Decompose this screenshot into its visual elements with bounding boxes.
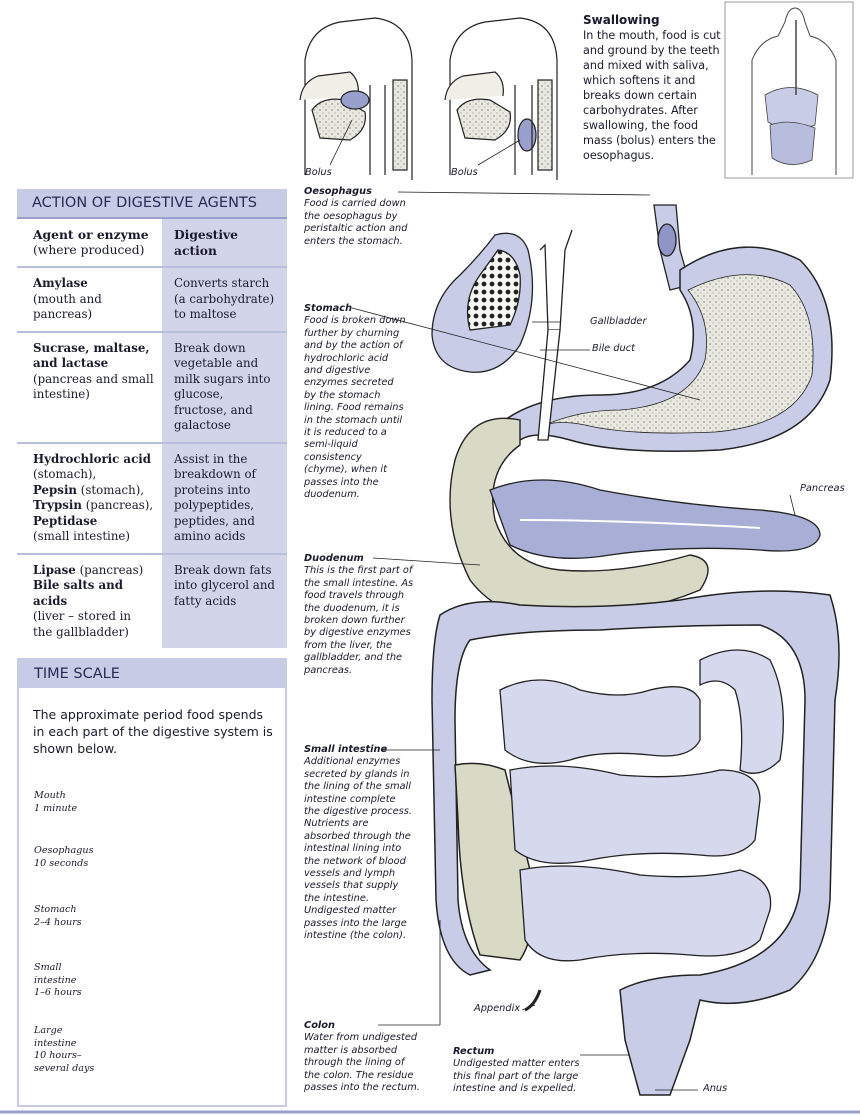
swallowing-heading: Swallowing — [583, 13, 660, 27]
organ-title: Oesophagus — [304, 186, 372, 197]
organ-title: Small intestine — [304, 744, 388, 755]
organ-description: Undigested matter enters this final part… — [453, 1058, 580, 1095]
organ-title: Rectum — [453, 1046, 495, 1057]
stomach-shape — [503, 246, 833, 452]
agent-source: (mouth and pancreas) — [33, 291, 102, 322]
duodenum-shape — [449, 417, 709, 621]
agent-cell: Lipase (pancreas) Bile salts and acids (… — [17, 554, 162, 648]
time-part: Oesophagus — [34, 845, 94, 856]
agent-source: (small intestine) — [33, 529, 131, 543]
time-scale-intro: The approximate period food spends in ea… — [33, 707, 273, 756]
gallbladder-label: Gallbladder — [590, 316, 647, 327]
agent-name: Lipase — [33, 562, 76, 577]
colon-label: Colon Water from undigested matter is ab… — [304, 1020, 422, 1094]
agent-name: Bile salts and acids — [33, 578, 123, 608]
rectum-label: Rectum Undigested matter enters this fin… — [453, 1046, 581, 1096]
bile-duct-label: Bile duct — [592, 343, 635, 354]
time-scale-panel: TIME SCALE The approximate period food s… — [17, 658, 287, 1107]
swallowing-description: In the mouth, food is cut and ground by … — [583, 29, 721, 162]
time-part: Large intestine — [34, 1025, 77, 1049]
small-intestine-shape — [499, 649, 784, 962]
pancreas-label: Pancreas — [800, 483, 845, 494]
action-cell: Assist in the breakdown of proteins into… — [162, 443, 287, 553]
agent-name: Trypsin — [33, 498, 82, 512]
time-item-large-intestine: Large intestine 10 hours– several days — [34, 1025, 100, 1075]
time-value: 10 seconds — [34, 857, 89, 869]
agent-source: (stomach), — [33, 467, 97, 481]
time-item-oesophagus: Oesophagus 10 seconds — [34, 845, 94, 870]
agent-source: (stomach), — [77, 482, 145, 497]
swallowing-text-block: Swallowing In the mouth, food is cut and… — [583, 13, 723, 163]
swallowing-head-2 — [444, 17, 558, 180]
organ-title: Duodenum — [304, 553, 364, 564]
header-action: Digestive action — [162, 219, 287, 266]
inset-body-figure — [724, 1, 854, 179]
agent-name: Hydrochloric acid — [33, 451, 151, 466]
oesophagus-label: Oesophagus Food is carried down the oeso… — [304, 186, 414, 248]
organ-title: Stomach — [304, 303, 353, 314]
action-cell: Break down vegetable and milk sugars int… — [162, 332, 287, 442]
time-item-small-intestine: Small intestine 1–6 hours — [34, 962, 94, 1000]
action-cell: Converts starch (a carbohydrate) to malt… — [162, 268, 287, 331]
time-part: Small intestine — [34, 962, 77, 986]
time-item-mouth: Mouth 1 minute — [34, 790, 77, 815]
table-row: Sucrase, maltase, and lactase (pancreas … — [17, 332, 287, 444]
bolus-leader-2 — [477, 139, 521, 166]
time-scale-title: TIME SCALE — [19, 660, 285, 688]
header-agent-sub: (where produced) — [33, 242, 145, 257]
agent-name: Pepsin — [33, 482, 78, 497]
agent-cell: Amylase (mouth and pancreas) — [17, 268, 162, 331]
agent-name: Sucrase, maltase, and lactase — [33, 340, 150, 371]
action-cell: Break down fats into glycerol and fatty … — [162, 554, 287, 648]
time-value: 2–4 hours — [34, 916, 82, 928]
time-item-stomach: Stomach 2–4 hours — [34, 904, 82, 929]
stomach-label: Stomach Food is broken down further by c… — [304, 303, 406, 502]
header-agent: Agent or enzyme (where produced) — [17, 219, 162, 266]
time-part: Mouth — [34, 790, 66, 801]
appendix-label: Appendix — [474, 1003, 521, 1014]
organ-title: Colon — [304, 1020, 335, 1031]
table-row: Hydrochloric acid (stomach), Pepsin (sto… — [17, 443, 287, 555]
agent-name: Peptidase — [33, 513, 98, 528]
organ-description: Additional enzymes secreted by glands in… — [304, 756, 412, 942]
anus-label: Anus — [703, 1083, 728, 1094]
time-part: Stomach — [34, 904, 77, 915]
bolus-leader-1 — [329, 119, 353, 166]
table-header-row: Agent or enzyme (where produced) Digesti… — [17, 219, 287, 268]
table-title: ACTION OF DIGESTIVE AGENTS — [17, 189, 287, 219]
digestive-agents-table: ACTION OF DIGESTIVE AGENTS Agent or enzy… — [17, 189, 287, 648]
agent-source: (liver – stored in the gallbladder) — [33, 609, 132, 639]
duodenum-label: Duodenum This is the first part of the s… — [304, 553, 416, 677]
gallbladder-shape — [431, 229, 573, 441]
bolus-label-2: Bolus — [451, 167, 478, 178]
table-row: Lipase (pancreas) Bile salts and acids (… — [17, 554, 287, 648]
agent-cell: Hydrochloric acid (stomach), Pepsin (sto… — [17, 443, 162, 553]
time-value: 1 minute — [34, 802, 78, 814]
swallowing-head-1 — [299, 17, 413, 180]
agent-cell: Sucrase, maltase, and lactase (pancreas … — [17, 332, 162, 442]
agent-name: Amylase — [33, 276, 88, 290]
bolus-label-1: Bolus — [305, 167, 332, 178]
organ-description: This is the first part of the small inte… — [304, 565, 414, 676]
agent-source: (pancreas), — [81, 498, 154, 512]
table-row: Amylase (mouth and pancreas) Converts st… — [17, 268, 287, 333]
agent-source: (pancreas and small intestine) — [33, 371, 154, 402]
small-intestine-label: Small intestine Additional enzymes secre… — [304, 744, 412, 943]
pancreas-shape — [489, 479, 821, 559]
time-value: 10 hours– several days — [34, 1050, 95, 1074]
time-value: 1–6 hours — [34, 987, 82, 998]
appendix-shape — [524, 989, 542, 1012]
agent-source: (pancreas) — [75, 562, 144, 577]
organ-description: Food is carried down the oesophagus by p… — [304, 198, 408, 247]
header-agent-label: Agent or enzyme — [33, 227, 149, 242]
organ-description: Water from undigested matter is absorbed… — [304, 1032, 420, 1094]
organ-description: Food is broken down further by churning … — [304, 315, 406, 501]
